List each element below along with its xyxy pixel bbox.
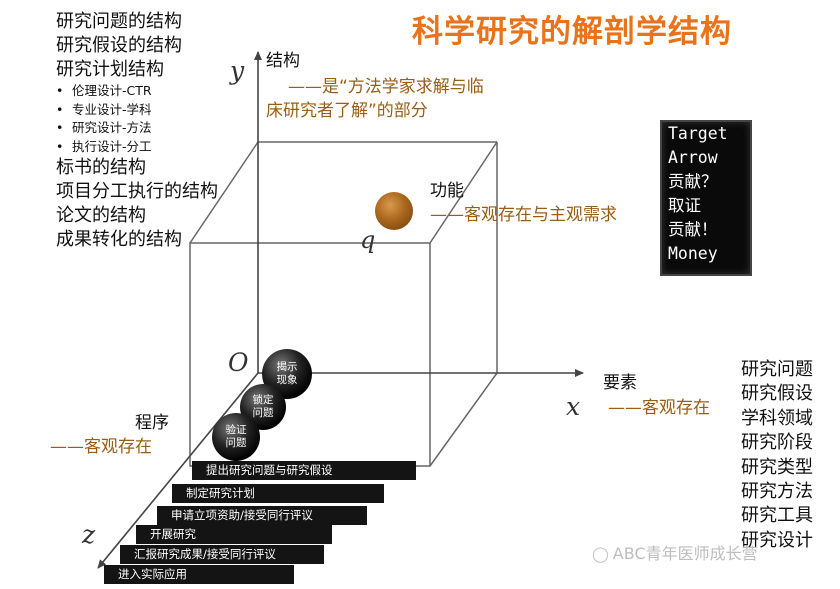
- sub-list-item: • 执行设计-分工: [56, 138, 218, 157]
- list-item: 研究问题: [741, 359, 813, 380]
- point-desc: ——客观存在与主观需求: [430, 205, 617, 225]
- x-axis-label: 要素: [603, 373, 637, 393]
- sub-list-item: • 研究设计-方法: [56, 119, 218, 138]
- y-axis-desc: ——是“方法学家求解与临: [288, 77, 484, 97]
- ball-text: 锁定: [252, 394, 274, 406]
- bullet-icon: •: [56, 83, 64, 98]
- point-label: 功能: [430, 181, 464, 201]
- list-item: 论文的结构: [56, 205, 146, 227]
- step-text: 汇报研究成果/接受同行评议: [134, 547, 276, 561]
- sub-list-item: • 伦理设计-CTR: [56, 82, 218, 101]
- step-text: 制定研究计划: [186, 486, 255, 500]
- cube-edge: [189, 141, 259, 244]
- target-box-line: Money: [668, 244, 718, 263]
- sub-item-text: 伦理设计-CTR: [72, 83, 152, 98]
- x-axis-letter: x: [566, 392, 581, 421]
- bullet-icon: •: [56, 120, 64, 136]
- step-bar: 汇报研究成果/接受同行评议: [120, 545, 324, 564]
- list-item: 研究方法: [741, 481, 813, 503]
- point-q-letter: q: [360, 226, 376, 254]
- watermark-text: ABC青年医师成长营: [612, 544, 758, 563]
- sub-list-item: • 专业设计-学科: [56, 101, 218, 120]
- bullet-icon: •: [56, 101, 64, 117]
- sub-item-text: 执行设计-分工: [72, 138, 152, 154]
- list-item: 成果转化的结构: [56, 229, 182, 251]
- step-text: 进入实际应用: [118, 567, 187, 581]
- target-box-line: Arrow: [668, 148, 718, 167]
- ball-text: 问题: [252, 407, 274, 419]
- step-text: 开展研究: [150, 527, 196, 541]
- step-text: 申请立项资助/接受同行评议: [171, 508, 313, 522]
- list-item: 研究阶段: [741, 432, 813, 454]
- element-list: 研究问题 研究假设 学科领域 研究阶段 研究类型 研究方法 研究工具 研究设计: [741, 358, 813, 553]
- list-item: 项目分工执行的结构: [56, 181, 218, 203]
- diagram-title: 科学研究的解剖学结构: [412, 14, 732, 50]
- ball-text: 验证: [225, 424, 247, 436]
- cube-edge: [429, 141, 498, 244]
- y-axis-desc: 床研究者了解”的部分: [266, 101, 428, 121]
- list-item: 研究问题的结构: [56, 11, 182, 32]
- x-axis-desc: ——客观存在: [608, 398, 710, 418]
- chat-bubble-icon: ◯: [592, 545, 609, 563]
- step-bar: 制定研究计划: [172, 484, 384, 503]
- list-item: 学科领域: [741, 407, 813, 429]
- list-item: 研究计划结构: [56, 59, 164, 80]
- list-item: 研究工具: [741, 505, 813, 527]
- target-box-line: 贡献！: [668, 220, 718, 239]
- step-bar: 开展研究: [136, 525, 332, 544]
- step-bar: 申请立项资助/接受同行评议: [157, 506, 367, 525]
- target-box-line: 取证: [668, 196, 701, 215]
- origin-letter: O: [228, 348, 249, 377]
- step-bar: 提出研究问题与研究假设: [192, 461, 416, 480]
- list-item: 研究类型: [741, 456, 813, 478]
- ball-text: 问题: [225, 437, 247, 449]
- z-axis: [97, 372, 259, 569]
- sub-item-text: 专业设计-学科: [72, 101, 152, 117]
- step-text: 提出研究问题与研究假设: [206, 463, 333, 477]
- y-axis-letter: y: [230, 56, 245, 85]
- z-axis-label: 程序: [135, 413, 169, 433]
- y-axis-label: 结构: [266, 51, 300, 71]
- bullet-icon: •: [56, 138, 64, 154]
- ball-text: 揭示: [276, 361, 298, 373]
- left-structure-list: 研究问题的结构 研究假设的结构 研究计划结构 • 伦理设计-CTR • 专业设计-学…: [56, 10, 218, 252]
- target-box-line: Target: [668, 124, 728, 143]
- ball-text: 现象: [276, 374, 298, 386]
- list-item: 研究假设的结构: [56, 35, 182, 56]
- z-axis-letter: z: [82, 520, 96, 549]
- list-item: 研究设计: [741, 529, 813, 551]
- step-bar: 进入实际应用: [104, 565, 294, 584]
- sub-item-text: 研究设计-方法: [72, 120, 152, 136]
- watermark: ◯ABC青年医师成长营: [592, 540, 758, 564]
- z-axis-desc: ——客观存在: [50, 437, 152, 457]
- target-box-line: 贡献？: [668, 172, 718, 191]
- stage-ball: 验证 问题: [212, 413, 260, 461]
- cube-edge: [429, 372, 498, 467]
- list-item: 标书的结构: [56, 157, 146, 179]
- list-item: 研究假设: [741, 383, 813, 405]
- target-box: Target Arrow 贡献？ 取证 贡献！ Money: [660, 120, 752, 276]
- point-q-marker: [375, 192, 413, 230]
